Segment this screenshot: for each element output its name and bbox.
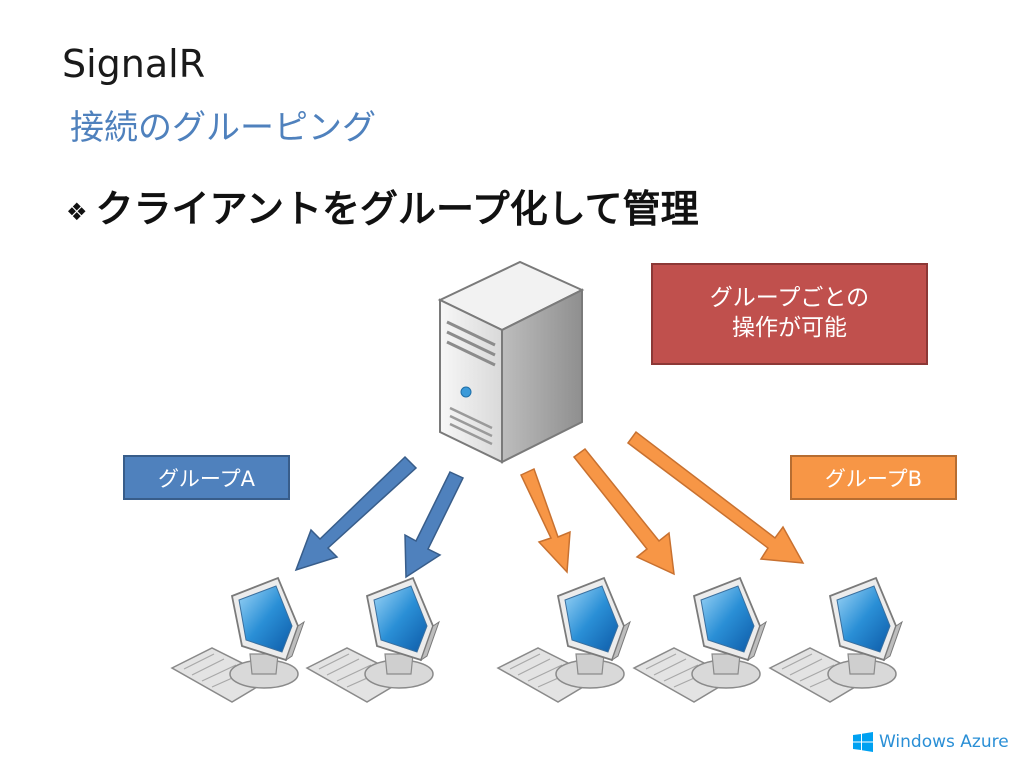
server-tower-icon <box>437 260 585 464</box>
slide-subtitle: 接続のグルーピング <box>70 108 376 148</box>
group-b-label: グループB <box>790 455 957 500</box>
logo-text: Windows Azure <box>879 732 1009 752</box>
bullet-diamond-icon: ❖ <box>66 197 88 226</box>
group-a-arrows <box>294 455 465 579</box>
arrow-to-client-5 <box>626 430 805 564</box>
arrow-to-client-3 <box>519 467 571 574</box>
arrow-to-client-2 <box>404 471 465 579</box>
callout-line-2: 操作が可能 <box>732 315 847 341</box>
group-a-label: グループA <box>123 455 290 500</box>
windows-logo-icon <box>853 732 873 752</box>
bullet-point: ❖クライアントをグループ化して管理 <box>66 178 699 233</box>
bullet-text: クライアントをグループ化して管理 <box>95 187 699 231</box>
desktop-computer-icon <box>769 577 903 703</box>
desktop-computer-icon <box>497 577 631 703</box>
desktop-computer-icon <box>171 577 305 703</box>
group-operations-callout: グループごとの 操作が可能 <box>651 263 928 365</box>
windows-azure-logo: Windows Azure <box>853 732 1009 752</box>
arrow-to-client-1 <box>294 455 418 572</box>
slide-title: SignalR <box>62 42 206 86</box>
desktop-computer-icon <box>633 577 767 703</box>
arrow-to-client-4 <box>572 447 675 576</box>
desktop-computer-icon <box>306 577 440 703</box>
callout-line-1: グループごとの <box>709 285 870 312</box>
group-b-arrows <box>519 430 805 576</box>
